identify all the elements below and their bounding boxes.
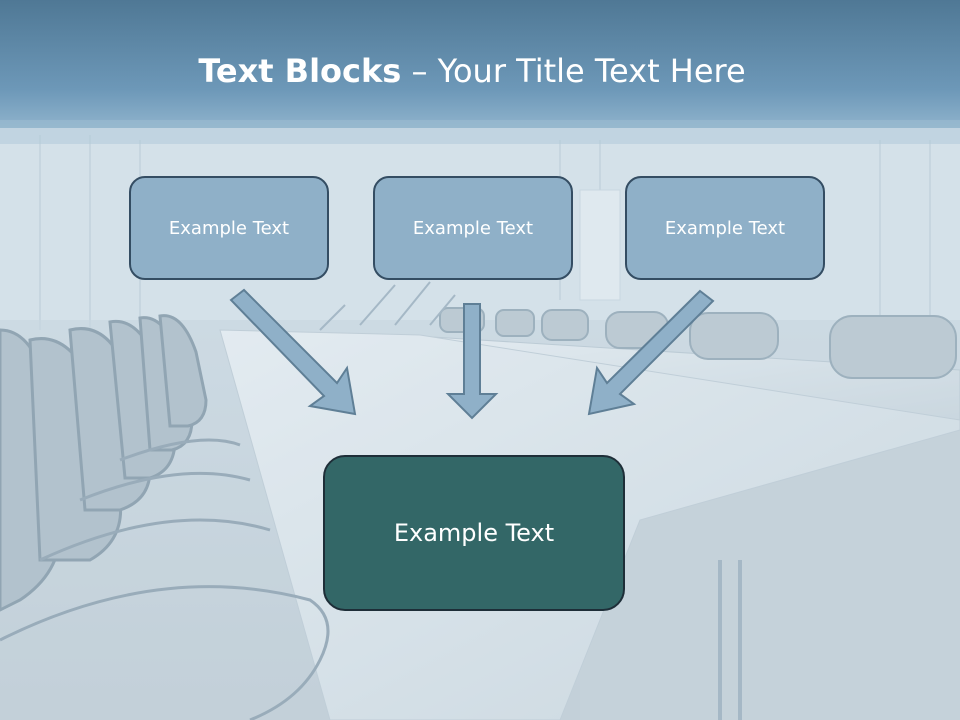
text-block-top-left[interactable]: Example Text — [129, 176, 329, 280]
text-block-label: Example Text — [168, 217, 290, 239]
title-rest-part: Your Title Text Here — [437, 52, 746, 90]
title-bold-part: Text Blocks — [198, 52, 402, 90]
text-block-label: Example Text — [664, 217, 786, 239]
text-block-top-right[interactable]: Example Text — [625, 176, 825, 280]
text-block-bottom[interactable]: Example Text — [323, 455, 625, 611]
title-separator: – — [401, 52, 438, 90]
text-block-top-center[interactable]: Example Text — [373, 176, 573, 280]
text-block-label: Example Text — [393, 519, 555, 547]
slide-title: Text Blocks – Your Title Text Here — [0, 52, 944, 90]
text-block-label: Example Text — [412, 217, 534, 239]
